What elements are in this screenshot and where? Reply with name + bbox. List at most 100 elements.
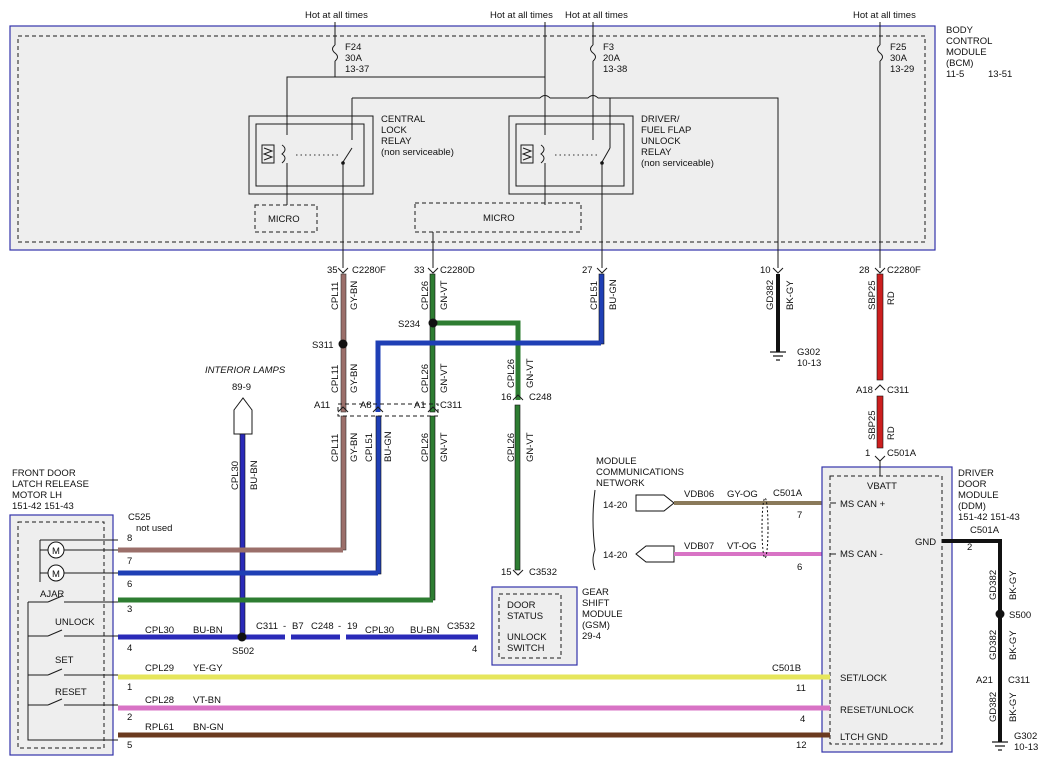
gsm-module: DOOR STATUS UNLOCK SWITCH GEAR SHIFT MOD… [491, 586, 623, 666]
svg-text:13-51: 13-51 [988, 69, 1012, 80]
svg-text:GY-BN: GY-BN [349, 281, 360, 310]
svg-text:S502: S502 [232, 646, 254, 657]
svg-text:CPL26: CPL26 [420, 433, 431, 462]
svg-text:LTCH GND: LTCH GND [840, 732, 888, 743]
wire-bk-gy-top [776, 274, 780, 352]
mcn-arrow-1 [635, 494, 675, 512]
connector-c248: 16 C248 [501, 392, 552, 403]
connector-c2280f-28: 28 C2280F [859, 265, 921, 276]
svg-text:DOOR: DOOR [958, 479, 987, 490]
svg-text:CPL11: CPL11 [330, 282, 341, 310]
svg-text:MICRO: MICRO [268, 214, 300, 225]
svg-text:CPL26: CPL26 [420, 364, 431, 393]
svg-text:C248: C248 [529, 392, 552, 403]
svg-text:CPL30: CPL30 [230, 461, 241, 490]
svg-text:14-20: 14-20 [603, 500, 627, 511]
wire-bu-gn-upper [598, 273, 605, 345]
svg-text:MODULE: MODULE [596, 456, 637, 467]
svg-text:RESET/UNLOCK: RESET/UNLOCK [840, 705, 915, 716]
svg-text:C3532: C3532 [529, 567, 557, 578]
svg-text:A21: A21 [976, 675, 993, 686]
wire-labels-mid: CPL11 GY-BN CPL26 GN-VT CPL26 GN-VT SBP2… [330, 358, 897, 440]
svg-text:S311: S311 [312, 340, 333, 351]
svg-text:2: 2 [967, 542, 972, 553]
svg-text:3: 3 [127, 604, 132, 615]
svg-text:BU-BN: BU-BN [193, 625, 223, 636]
driver-unlock-relay: DRIVER/ FUEL FLAP UNLOCK RELAY (non serv… [508, 114, 714, 195]
svg-text:LOCK: LOCK [381, 125, 408, 136]
svg-text:BU-BN: BU-BN [249, 460, 260, 490]
switch-unlock: UNLOCK [28, 617, 118, 637]
svg-text:GD382: GD382 [988, 630, 999, 660]
svg-text:(DDM): (DDM) [958, 501, 986, 512]
ground-g302-top: G302 10-13 [770, 347, 821, 369]
hot-label-2: Hot at all times [490, 10, 553, 21]
mcn-wire-labels: VDB06 GY-OG C501A VDB07 VT-OG 7 6 [684, 488, 803, 573]
svg-text:MS CAN +: MS CAN + [840, 499, 886, 510]
wire-gn-vt-gsm [514, 404, 521, 571]
hot-label-4: Hot at all times [853, 10, 916, 21]
connector-c2280d-33: 33 C2280D [414, 265, 475, 276]
svg-text:-: - [283, 621, 286, 632]
svg-text:151-42 151-43: 151-42 151-43 [12, 501, 74, 512]
svg-text:FUEL FLAP: FUEL FLAP [641, 125, 691, 136]
wire-bu-gn-lower [375, 415, 382, 575]
svg-text:S234: S234 [398, 319, 420, 330]
mid-connectors: CPL30 BU-BN C311 - B7 C248 - 19 CPL30 BU… [145, 621, 477, 655]
svg-text:SBP25: SBP25 [867, 280, 878, 310]
wire-labels-lower: CPL11 GY-BN CPL51 BU-GN CPL26 GN-VT CPL2… [230, 431, 536, 490]
svg-text:C2280F: C2280F [352, 265, 386, 276]
svg-text:GN-VT: GN-VT [439, 432, 450, 462]
wire-gy-bn-lower [340, 415, 347, 551]
splice-s234: S234 [398, 318, 438, 330]
svg-text:DOOR: DOOR [507, 600, 536, 611]
svg-text:BK-GY: BK-GY [1008, 570, 1019, 600]
svg-text:35: 35 [327, 265, 338, 276]
svg-text:LATCH RELEASE: LATCH RELEASE [12, 479, 89, 490]
svg-text:RESET: RESET [55, 687, 87, 698]
svg-text:(BCM): (BCM) [946, 58, 973, 69]
wire-rd-upper [876, 273, 884, 381]
svg-text:A1: A1 [414, 400, 426, 411]
svg-text:-: - [338, 621, 341, 632]
motor-2-icon: M [47, 564, 65, 582]
svg-text:CPL29: CPL29 [145, 663, 174, 674]
splice-s311: S311 [312, 339, 348, 351]
svg-text:MODULE: MODULE [582, 609, 623, 620]
svg-text:MICRO: MICRO [483, 213, 515, 224]
svg-text:CPL51: CPL51 [589, 281, 600, 310]
svg-text:1: 1 [127, 682, 132, 693]
svg-text:C501B: C501B [772, 663, 801, 674]
latch-c525: C525 not used [128, 512, 172, 534]
svg-text:NETWORK: NETWORK [596, 478, 645, 489]
svg-text:B7: B7 [292, 621, 304, 632]
svg-text:CPL30: CPL30 [365, 625, 394, 636]
svg-text:CPL51: CPL51 [364, 433, 375, 462]
wire-gn-vt-branch [433, 320, 521, 400]
bcm-box [9, 25, 936, 251]
svg-text:30A: 30A [890, 53, 908, 64]
hot-label-3: Hot at all times [565, 10, 628, 21]
svg-text:10: 10 [760, 265, 771, 276]
svg-text:151-42 151-43: 151-42 151-43 [958, 512, 1020, 523]
connector-c311-row: A11 A8 A1 C311 [314, 400, 462, 417]
svg-text:C2280D: C2280D [440, 265, 475, 276]
svg-text:STATUS: STATUS [507, 611, 543, 622]
switch-set: SET [28, 655, 118, 676]
svg-text:C501A: C501A [970, 525, 1000, 536]
svg-text:4: 4 [127, 643, 132, 654]
svg-text:GY-BN: GY-BN [349, 433, 360, 462]
svg-text:FRONT DOOR: FRONT DOOR [12, 468, 76, 479]
svg-text:C311: C311 [1008, 675, 1030, 686]
svg-text:BODY: BODY [946, 25, 974, 36]
svg-text:10-13: 10-13 [797, 358, 821, 369]
svg-text:A18: A18 [856, 385, 873, 396]
svg-text:BU-GN: BU-GN [383, 431, 394, 462]
ddm-label: DRIVER DOOR MODULE (DDM) 151-42 151-43 [958, 468, 1020, 523]
svg-text:CPL28: CPL28 [145, 695, 174, 706]
fuse-f24: F24 30A 13-37 [332, 42, 369, 75]
motor-1-icon: M [47, 541, 65, 559]
svg-text:GD382: GD382 [988, 570, 999, 600]
svg-text:CPL30: CPL30 [145, 625, 174, 636]
